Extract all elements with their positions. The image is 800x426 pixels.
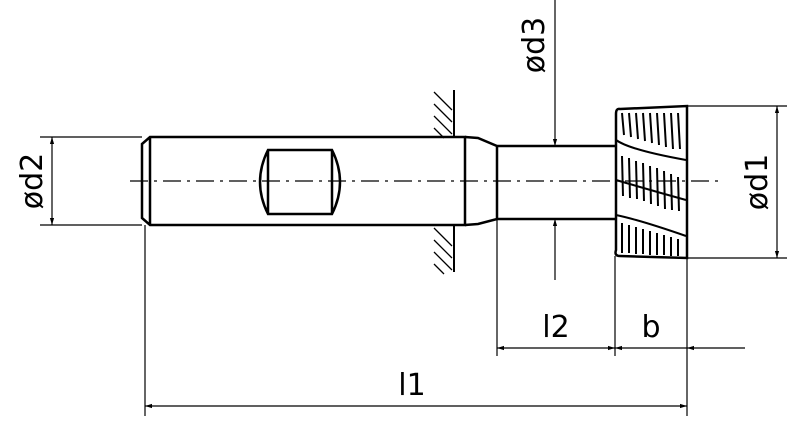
label-l1: l1 [398,368,425,403]
dim-d1 [687,105,787,259]
wall-hatch [433,90,455,275]
label-d1: ød1 [740,154,775,210]
label-l2: l2 [542,310,569,345]
dim-d2 [40,136,142,226]
cutter-teeth [615,112,687,256]
dim-l2-b [496,219,745,416]
label-b: b [641,310,660,345]
label-d2: ød2 [15,153,50,209]
label-d3: ød3 [517,17,552,73]
cutter-head [614,104,689,260]
shank-flat [258,148,342,216]
dim-l1 [144,225,687,416]
